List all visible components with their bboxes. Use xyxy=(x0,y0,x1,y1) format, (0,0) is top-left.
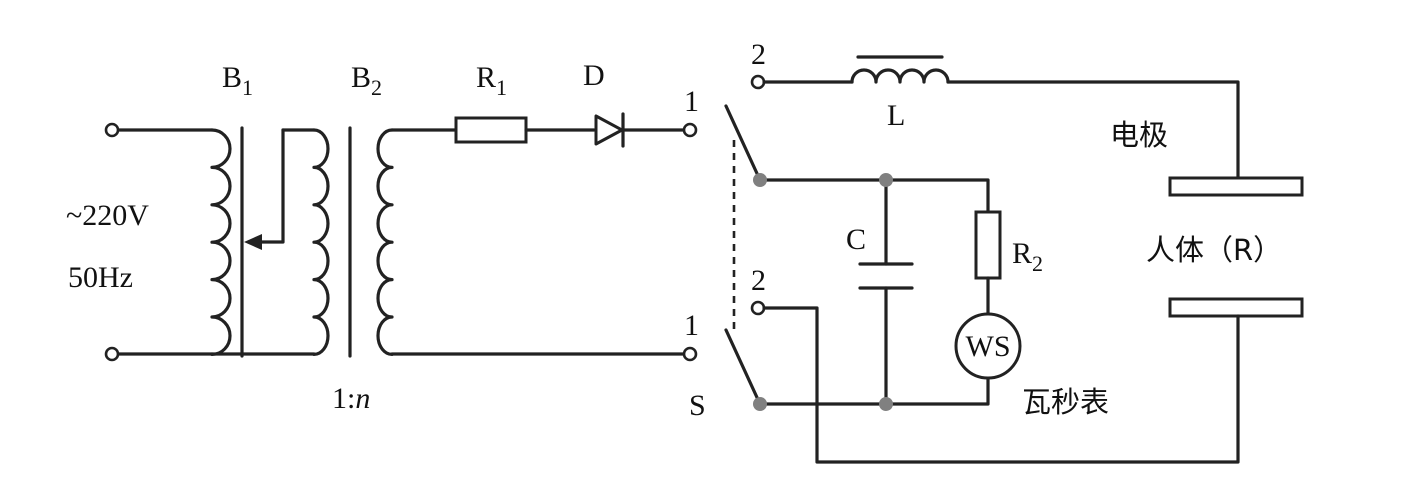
switch-bottom-contact-1 xyxy=(682,346,698,362)
cap-bottom-rail xyxy=(758,376,990,406)
slider-wire xyxy=(250,128,285,244)
junction-cap-bottom xyxy=(879,397,893,411)
junction-switch-top xyxy=(753,173,767,187)
inductor-coil xyxy=(850,68,950,84)
diode-triangle-icon xyxy=(594,114,624,146)
switch-top-contact-1 xyxy=(682,122,698,138)
switch-top-contact-2 xyxy=(750,74,766,90)
r1-label: R1 xyxy=(476,61,507,100)
junction-switch-bottom xyxy=(753,397,767,411)
electrode-label: 电极 xyxy=(1110,118,1168,152)
contact-1-top-label: 1 xyxy=(684,85,699,118)
watt-second-meter xyxy=(954,312,1022,380)
electrode-bottom xyxy=(1168,297,1304,318)
diode-label: D xyxy=(583,59,605,92)
b2-label: B2 xyxy=(351,61,382,100)
b2-primary-coil xyxy=(312,128,330,356)
junction-cap-top xyxy=(879,173,893,187)
body-resistance-label: 人体（R） xyxy=(1146,233,1282,267)
capacitor-label: C xyxy=(846,223,866,256)
switch-blade-bottom xyxy=(724,328,762,406)
switch-bottom-contact-2 xyxy=(750,300,766,316)
b1-primary-coil xyxy=(210,128,232,356)
wattsec-meter-label: 瓦秒表 xyxy=(1022,385,1109,419)
r1-resistor xyxy=(454,116,528,144)
switch-blade-top xyxy=(724,104,762,182)
r2-resistor xyxy=(974,210,1002,280)
input-terminal-top xyxy=(104,122,120,138)
contact-1-bottom-label: 1 xyxy=(684,309,699,342)
slider-arrow-icon xyxy=(244,234,262,250)
input-terminal-bottom xyxy=(104,346,120,362)
contact-2-top-label: 2 xyxy=(751,38,766,71)
contact-2-bottom-label: 2 xyxy=(751,264,766,297)
b1-label: B1 xyxy=(222,61,253,100)
bottom-loop-wire xyxy=(762,306,1240,464)
source-voltage-label: ~220V xyxy=(66,199,149,232)
meter-symbol-label: WS xyxy=(966,330,1011,363)
switch-label: S xyxy=(689,389,706,422)
cap-top-rail xyxy=(758,178,990,214)
l-to-electrode-wire xyxy=(946,80,1240,180)
electrode-top xyxy=(1168,176,1304,197)
turns-ratio-label: 1:n xyxy=(332,382,370,415)
source-freq-label: 50Hz xyxy=(68,261,133,294)
source-wires xyxy=(116,128,214,356)
b2-secondary-coil xyxy=(376,128,394,356)
r2-label: R2 xyxy=(1012,237,1043,276)
inductor-label: L xyxy=(887,99,905,132)
